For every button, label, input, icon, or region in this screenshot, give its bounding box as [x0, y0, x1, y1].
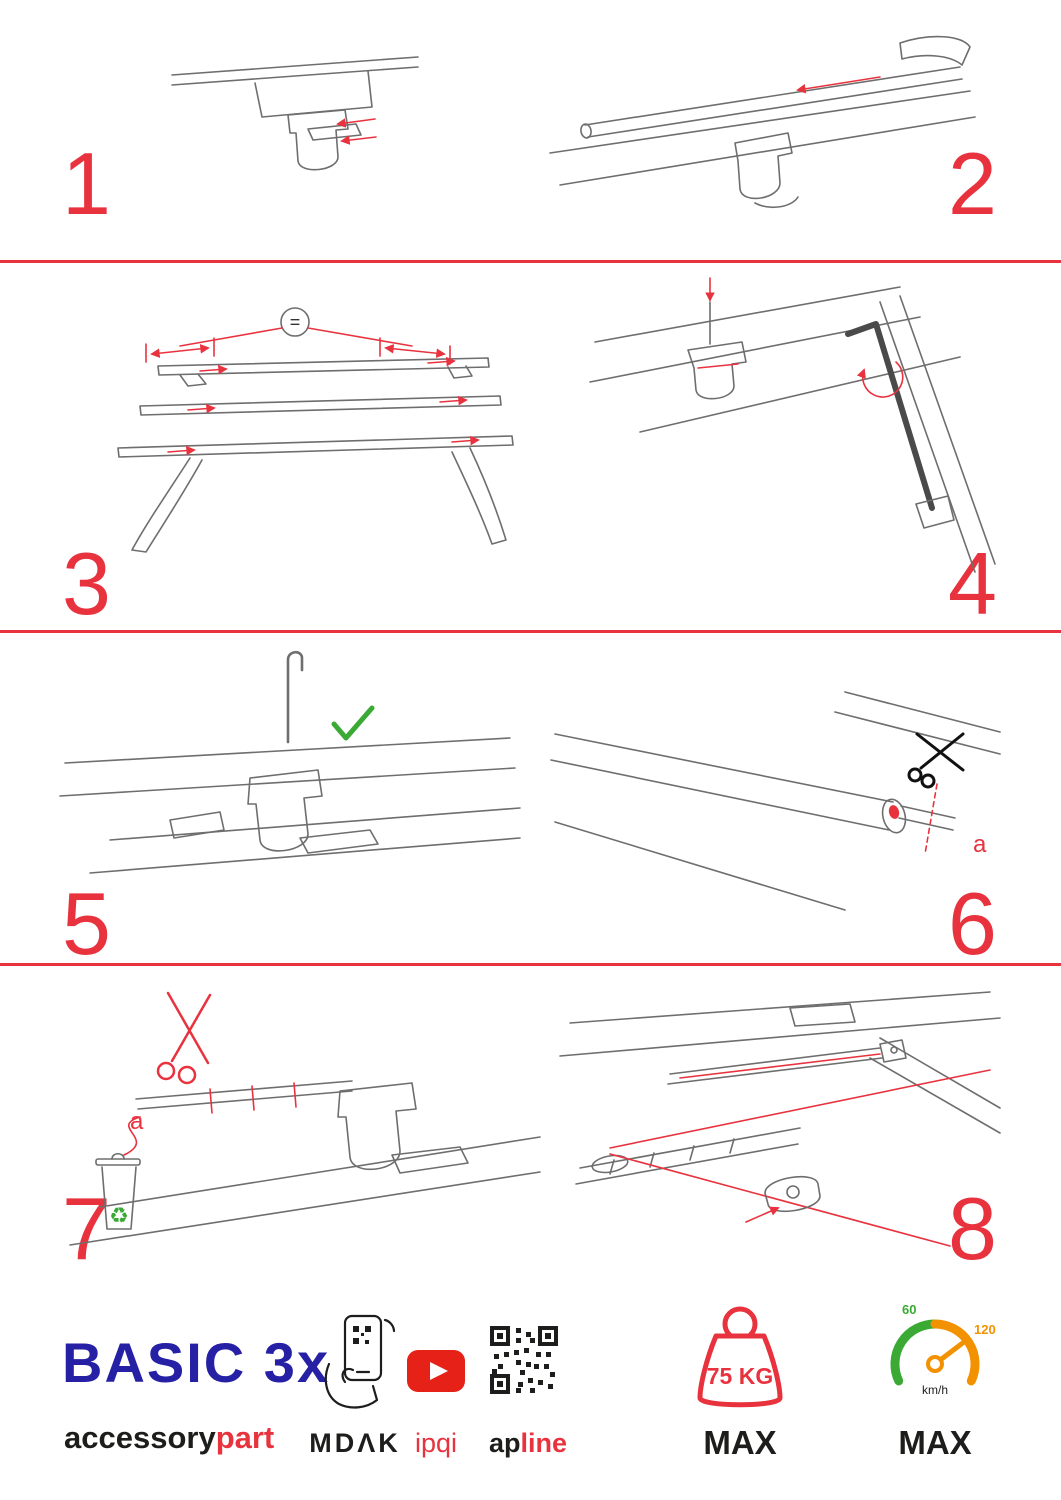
brand-subtitle-red: part [215, 1420, 275, 1455]
section-divider [0, 630, 1061, 633]
speed-low-label: 60 [902, 1302, 916, 1317]
t-bolt-icon [764, 1175, 821, 1213]
section-divider [0, 260, 1061, 263]
recycle-icon: ♻ [109, 1203, 129, 1228]
brand-subtitle-black: accessory [64, 1420, 216, 1455]
step-8-number: 8 [948, 1179, 997, 1278]
step-6-illustration: a [550, 691, 1001, 911]
speed-max-label: MAX [898, 1424, 972, 1461]
weight-max-label: MAX [703, 1424, 777, 1461]
apline-red: line [520, 1428, 568, 1458]
max-weight-icon: 75 KG [697, 1306, 783, 1408]
part-a-label: a [973, 831, 987, 858]
brand-subtitle: accessorypart [64, 1420, 274, 1456]
weight-value: 75 KG [707, 1363, 773, 1389]
speed-unit-label: km/h [922, 1383, 948, 1397]
partner-apline-label: apline [480, 1428, 576, 1459]
step-8-illustration [559, 991, 1001, 1247]
step-1-illustration [171, 56, 419, 171]
step-1-number: 1 [62, 134, 111, 233]
scissors-icon [907, 732, 965, 789]
step-3-number: 3 [62, 534, 111, 633]
step-6-number: 6 [948, 874, 997, 973]
scissors-icon [156, 991, 212, 1085]
apline-black: ap [488, 1428, 521, 1458]
step-5-number: 5 [62, 874, 111, 973]
qr-code-icon [490, 1326, 558, 1394]
youtube-icon [407, 1350, 465, 1392]
step-3-illustration: = [117, 307, 514, 553]
step-7-number: 7 [62, 1179, 111, 1278]
step-5-illustration [59, 650, 521, 874]
allen-key-icon [845, 321, 935, 511]
speedometer-icon: 60 120 km/h [890, 1302, 996, 1397]
partner-mdak-label: MDΛK [309, 1428, 401, 1458]
partner-ipqi-label: ipqi [414, 1428, 458, 1458]
part-a-label: a [130, 1108, 144, 1135]
section-divider [0, 963, 1061, 966]
step-7-illustration: a ♻ [69, 991, 541, 1246]
speed-high-label: 120 [974, 1322, 996, 1337]
step-2-number: 2 [948, 134, 997, 233]
step-4-illustration [589, 277, 996, 573]
check-icon [331, 705, 375, 741]
trash-icon [95, 1152, 141, 1230]
brand-logo: BASIC 3x [62, 1331, 331, 1394]
step-2-illustration [549, 35, 976, 209]
equal-spacing-label: = [290, 312, 301, 332]
step-4-number: 4 [948, 534, 997, 633]
phone-qr-icon [324, 1314, 396, 1409]
